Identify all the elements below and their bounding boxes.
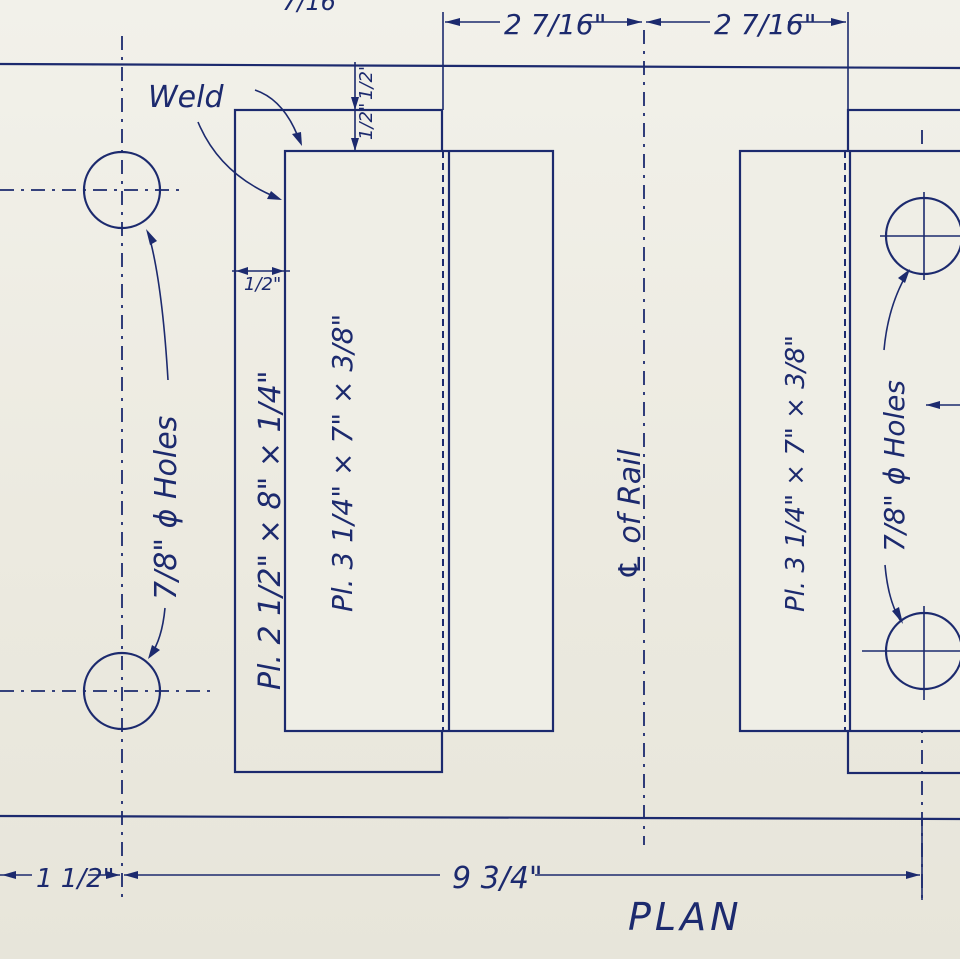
dim-bottom-left-label: 1 1/2" [36, 864, 115, 894]
dim-top-right-label: 2 7/16" [714, 8, 816, 41]
holes-right-label: 7/8" ϕ Holes [878, 380, 911, 552]
weld-arrow-1 [292, 132, 302, 146]
dim-side-gap-label: 1/2" [244, 274, 281, 295]
holes-arrow-left-down [148, 645, 160, 659]
dim-top-left-label: 2 7/16" [504, 8, 606, 41]
arrow-bottom-2 [106, 871, 120, 879]
dim-weld-gap-mid-label: 1/2" [356, 103, 377, 140]
arrow-top-3 [646, 18, 661, 26]
holes-arrow-left-up [146, 229, 157, 245]
arrow-top-4 [831, 18, 846, 26]
view-title: PLAN [628, 895, 743, 939]
top-border-line [0, 62, 960, 70]
dim-weld-gap-top-label: 1/2" [356, 63, 377, 100]
holes-arrow-right-up [898, 269, 910, 283]
plate-inner-right-label: Pl. 3 1/4" × 7" × 3/8" [781, 335, 811, 612]
arrow-bottom-4 [906, 871, 920, 879]
bottom-border-line [0, 814, 960, 821]
weld-label: Weld [148, 80, 224, 115]
arrow-bottom-3 [124, 871, 138, 879]
arrow-bottom-1 [2, 871, 16, 879]
plate-outer-label: Pl. 2 1/2" × 8" × 1/4" [253, 370, 288, 690]
dim-top-partial-label: 7/16 [282, 0, 336, 16]
plate-inner-left-label: Pl. 3 1/4" × 7" × 3/8" [326, 314, 359, 612]
arrow-weld-2 [351, 138, 359, 151]
weld-arrow-2 [267, 191, 282, 200]
holes-leader-left-up [147, 231, 169, 381]
holes-left-label: 7/8" ϕ Holes [149, 416, 184, 600]
arrow-right-edge [926, 401, 940, 409]
rail-center-label: ℄ of Rail [613, 449, 648, 580]
weld-leader-2 [197, 121, 279, 199]
hole-left-bottom [82, 651, 162, 731]
hole-left-top [82, 150, 162, 230]
arrow-top-1 [445, 18, 460, 26]
plate-inner-left [283, 149, 555, 733]
arrow-weld-1 [351, 97, 359, 110]
arrow-side-2 [272, 267, 284, 275]
arrow-top-2 [627, 18, 642, 26]
dim-bottom-span-label: 9 3/4" [452, 861, 543, 896]
holes-arrow-right-down [892, 607, 903, 624]
arrow-side-1 [236, 267, 248, 275]
